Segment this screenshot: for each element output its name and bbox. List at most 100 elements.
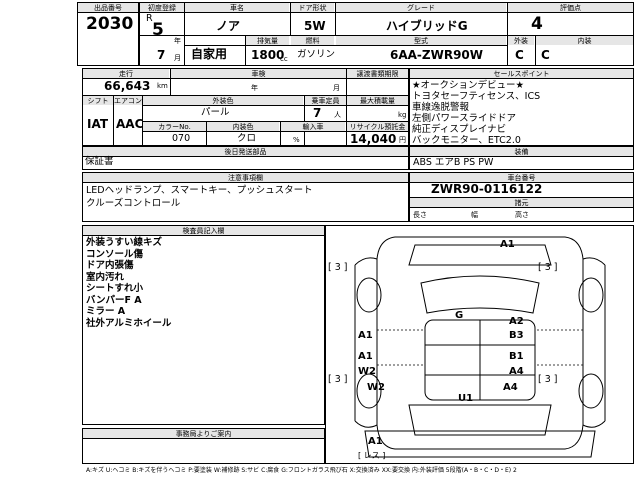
mark-a2: A2	[509, 316, 524, 327]
mark-a1-left: A1	[358, 330, 373, 341]
displacement: 1800	[251, 48, 285, 62]
capacity-header: 乗車定員	[305, 96, 346, 105]
car-diagram	[354, 236, 606, 458]
shaken-header: 車検	[171, 69, 346, 78]
interior-grade: C	[541, 48, 550, 62]
mark-w2-lower: W2	[367, 382, 385, 393]
length-label: 長さ	[413, 211, 427, 219]
door-type: 5W	[304, 19, 326, 33]
office-frame	[82, 428, 325, 464]
cc-unit: cc	[280, 55, 288, 63]
mark-b3: B3	[509, 330, 524, 341]
inspector-frame	[82, 225, 325, 425]
damage-diagram-frame	[325, 225, 634, 464]
office-header: 事務局よりご案内	[83, 429, 324, 438]
color-no-header: カラーNo.	[143, 122, 206, 131]
mark-w2: W2	[358, 366, 376, 377]
interior-color: クロ	[237, 133, 257, 144]
body-color: パール	[201, 107, 230, 118]
chassis-header: 車台番号	[410, 173, 633, 182]
grade-header: グレード	[336, 3, 506, 12]
score: 4	[531, 14, 543, 34]
int-header: 内装	[536, 36, 633, 45]
car-name: ノア	[216, 19, 241, 33]
ac: AAC	[116, 117, 144, 131]
km-unit: km	[157, 82, 168, 90]
kg-unit: kg	[398, 111, 407, 119]
shift-header: シフト	[83, 96, 113, 105]
score-header: 評価点	[508, 3, 633, 12]
notes-header: 注意事項欄	[83, 173, 408, 182]
seats-unit: 人	[334, 111, 341, 119]
later-parts-header: 後日発送部品	[83, 147, 408, 156]
later-parts-frame	[82, 146, 409, 170]
mark-u1: U1	[458, 393, 474, 404]
pct-unit: %	[293, 136, 300, 144]
reg-month-unit: 月	[174, 54, 181, 62]
reg-year-unit: 年	[174, 37, 181, 45]
mileage: 66,643	[104, 79, 151, 93]
load-header: 最大積載量	[347, 96, 408, 105]
shift: IAT	[87, 117, 109, 131]
notes-frame	[82, 172, 409, 222]
usage: 自家用	[191, 47, 228, 61]
fuel: ガソリン	[297, 49, 336, 60]
notes: LEDヘッドランプ、スマートキー、プッシュスタート クルーズコントロール	[86, 185, 313, 209]
mark-a1-top: A1	[500, 239, 515, 250]
mark-res: [ レス ]	[358, 451, 386, 460]
reg-year: 5	[152, 20, 164, 40]
mileage-header: 走行	[83, 69, 169, 78]
ext-header: 外装	[508, 36, 534, 45]
mark-bracket-right-2: [ 3 ]	[538, 374, 558, 385]
sales-points-frame	[409, 68, 634, 146]
color-header: 外装色	[143, 96, 303, 105]
recycle-header: リサイクル預託金	[347, 122, 408, 131]
sales-header: セールスポイント	[410, 69, 633, 78]
spec-frame	[82, 68, 409, 146]
height-label: 高さ	[515, 211, 529, 219]
mark-a4: A4	[509, 366, 524, 377]
inspector-notes: 外装うすい線キズ コンソール傷 ドア内張傷 室内汚れ シートすれ小 バンパーF …	[86, 237, 172, 329]
mark-g: G	[455, 310, 464, 321]
sales-points: ★オークションデビュー★ トヨタセーフティセンス、ICS 車線逸脱警報 左側パワ…	[412, 80, 541, 146]
mark-a4-lower: A4	[503, 382, 518, 393]
fuel-header: 燃料	[291, 36, 334, 45]
yen-unit: 円	[399, 136, 406, 144]
equipment: ABS エアB PS PW	[413, 157, 494, 168]
ac-header: エアコン	[114, 96, 142, 105]
type-header: 型式	[336, 36, 506, 45]
model-code: 6AA-ZWR90W	[390, 48, 484, 62]
guarantee: 保証書	[85, 156, 114, 167]
chassis-number: ZWR90-0116122	[431, 182, 543, 196]
equipment-header: 装備	[410, 147, 633, 156]
recycle-fee: 14,040	[350, 132, 397, 146]
mark-a1-mid: A1	[358, 351, 373, 362]
grade: ハイブリッドG	[386, 19, 468, 33]
exterior-grade: C	[515, 48, 524, 62]
color-number: 070	[172, 133, 191, 144]
door-header: ドア形状	[291, 3, 334, 12]
lot-cell	[77, 2, 139, 66]
dims-header: 諸元	[410, 198, 633, 207]
width-label: 幅	[471, 211, 478, 219]
legend: A:キズ U:ヘコミ B:キズを伴うヘコミ P:要塗装 W:補修跡 S:サビ C…	[86, 467, 517, 474]
mark-b1: B1	[509, 351, 524, 362]
disp-header: 排気量	[246, 36, 289, 45]
reg-era: R	[146, 13, 153, 24]
mark-a1-bottom: A1	[368, 436, 383, 447]
int-color-header: 内装色	[207, 122, 279, 131]
shaken-month: 月	[333, 84, 340, 92]
mark-bracket-left-2: [ 3 ]	[328, 374, 348, 385]
reg-header: 初度登録	[140, 3, 184, 12]
seats: 7	[313, 106, 322, 120]
lot-header: 出品番号	[78, 3, 138, 12]
inspector-header: 検査員記入欄	[83, 226, 324, 235]
lot-number: 2030	[86, 14, 134, 34]
import-header: 輸入車	[281, 122, 345, 131]
shaken-year: 年	[251, 84, 258, 92]
reg-month: 7	[157, 48, 166, 62]
mark-bracket-left: [ 3 ]	[328, 262, 348, 273]
mark-bracket-right: [ 3 ]	[538, 262, 558, 273]
equipment-frame	[409, 146, 634, 170]
